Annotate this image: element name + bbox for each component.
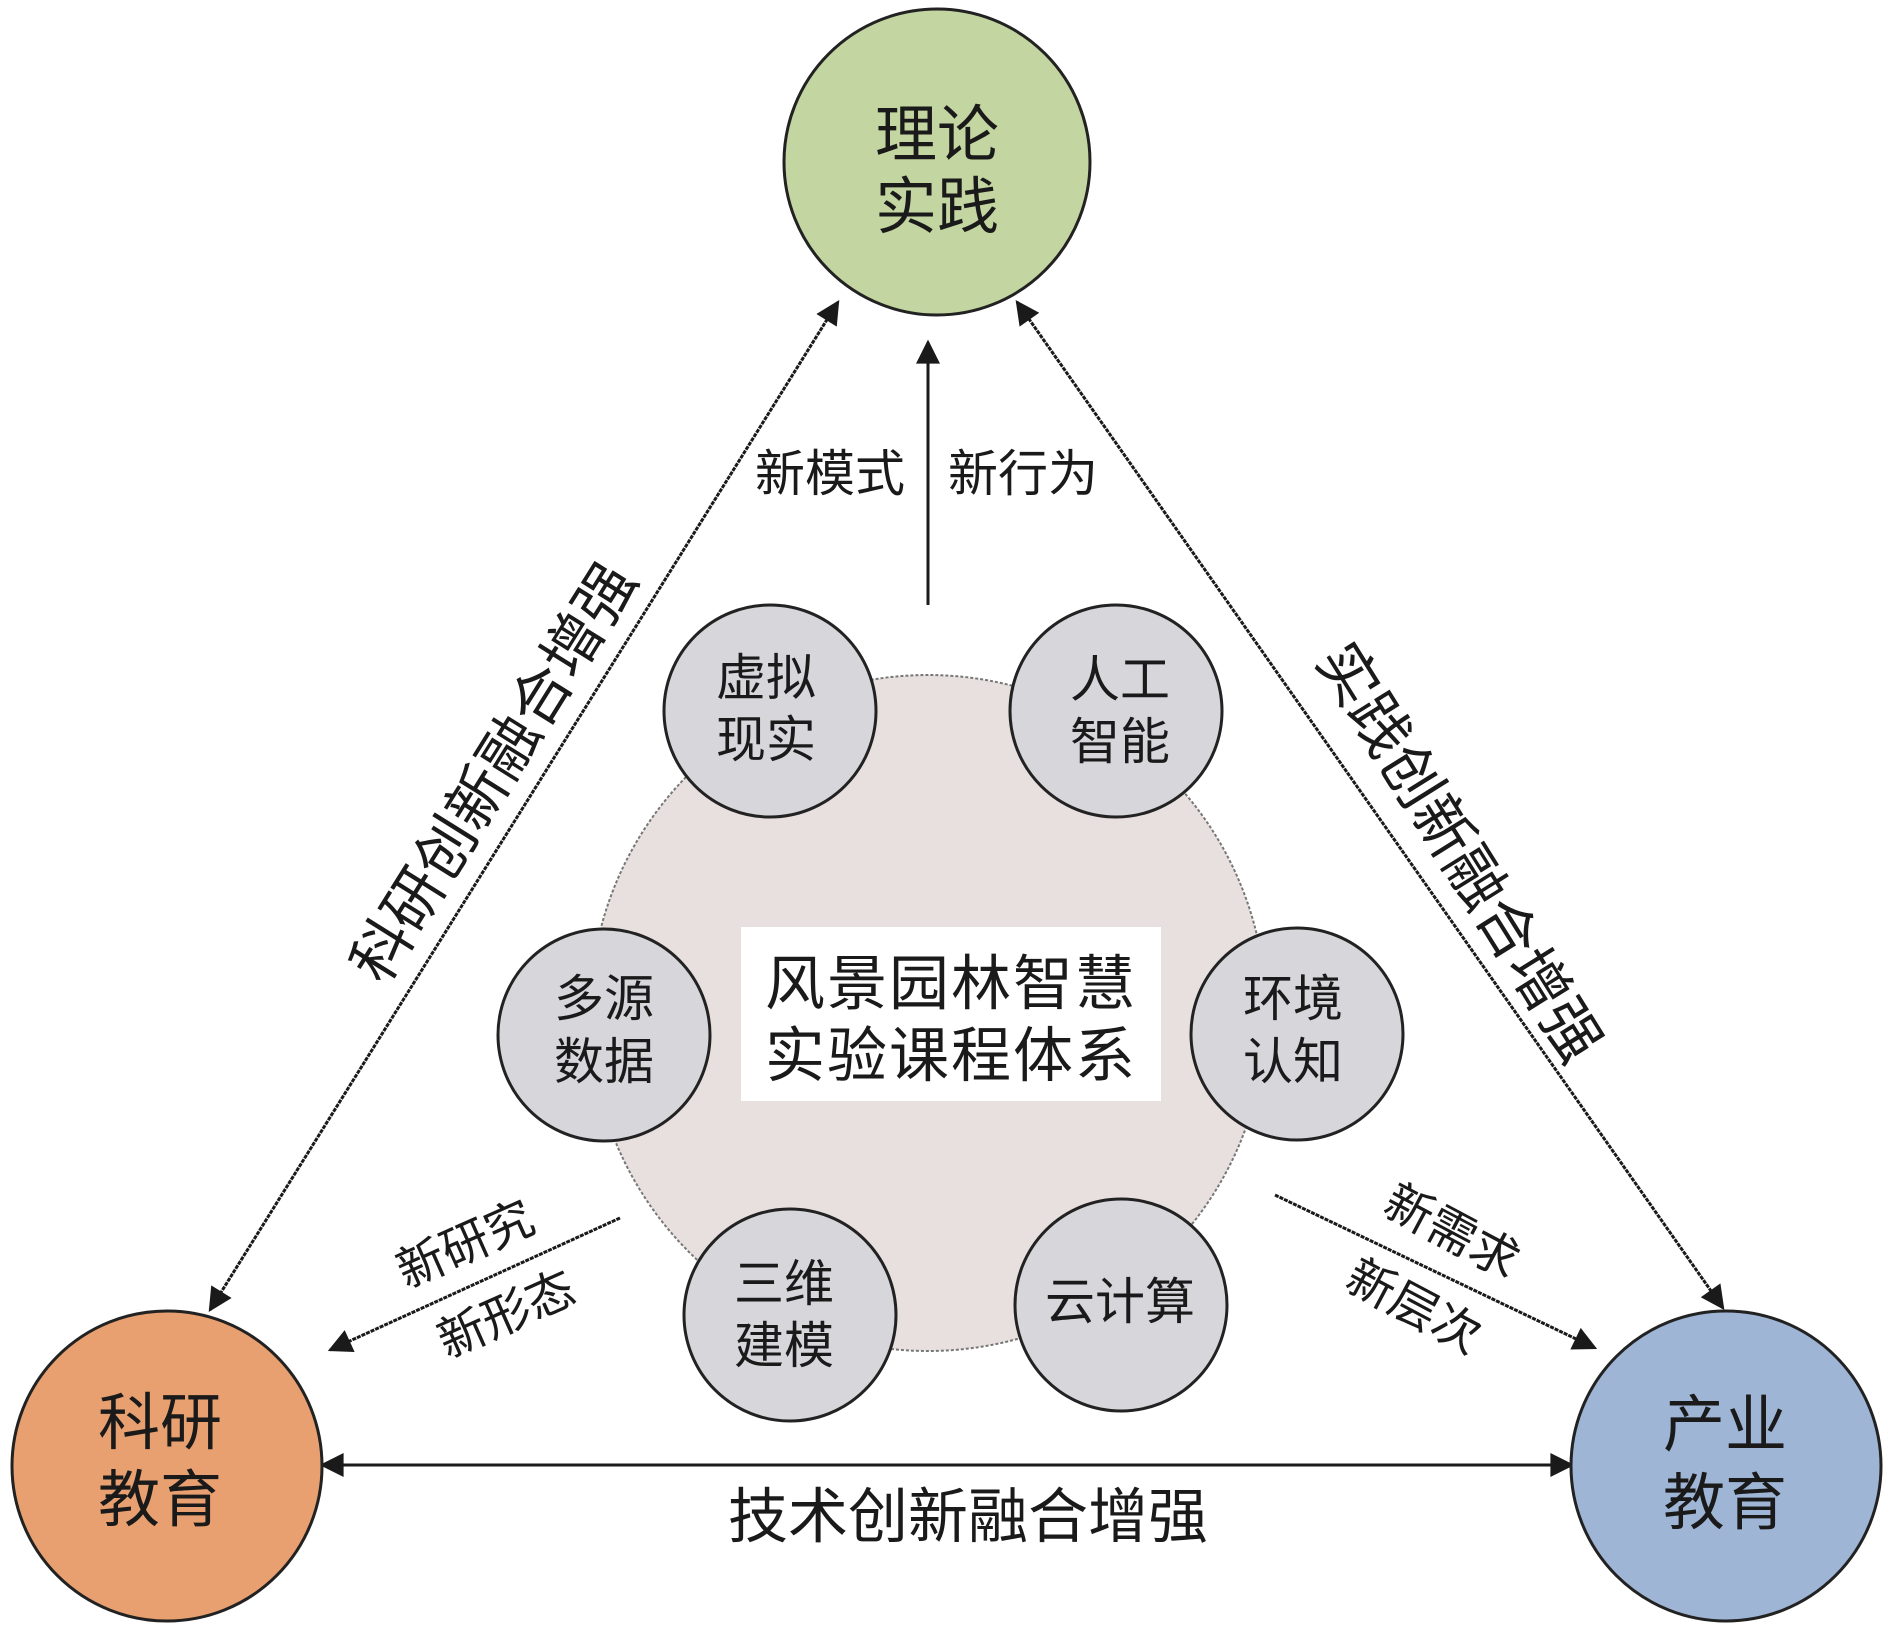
node-industry-line2: 教育 — [1663, 1466, 1787, 1539]
node-theory-circle — [782, 7, 1092, 317]
edge-left-arrow — [208, 299, 840, 1313]
node-industry: 产业 教育 — [1569, 1309, 1883, 1623]
tech-node-ai-circle — [1008, 603, 1224, 819]
tech-node-ai: 人工 智能 — [1008, 603, 1224, 819]
node-theory-line2: 实践 — [875, 170, 999, 243]
tech-node-3d-line2: 建模 — [734, 1317, 834, 1375]
tech-node-cloud-circle — [1013, 1197, 1229, 1413]
tech-node-data-line1: 多源 — [554, 970, 654, 1028]
output-up-right-label: 新行为 — [948, 445, 1098, 503]
node-theory-line1: 理论 — [875, 98, 999, 171]
tech-node-env: 环境 认知 — [1189, 926, 1405, 1142]
tech-node-env-line1: 环境 — [1243, 970, 1343, 1028]
tech-node-vr-line1: 虚拟 — [716, 649, 816, 707]
tech-node-env-circle — [1189, 926, 1405, 1142]
tech-node-vr: 虚拟 现实 — [662, 603, 878, 819]
edge-bottom-label: 技术创新融合增强 — [728, 1483, 1208, 1553]
core-title-line1: 风景园林智慧 — [765, 950, 1137, 1020]
node-industry-line1: 产业 — [1663, 1388, 1787, 1461]
tech-node-vr-line2: 现实 — [716, 711, 816, 769]
output-right-arrow — [1274, 1193, 1598, 1350]
tech-node-data: 多源 数据 — [496, 927, 712, 1143]
node-research-line2: 教育 — [98, 1463, 222, 1536]
node-research-circle — [10, 1309, 324, 1623]
tech-node-cloud-line1: 云计算 — [1045, 1273, 1195, 1331]
tech-node-3d: 三维 建模 — [682, 1207, 898, 1423]
node-research-line1: 科研 — [98, 1386, 222, 1459]
core-title-box — [741, 927, 1161, 1101]
tech-node-3d-line1: 三维 — [734, 1255, 834, 1313]
core-title-line2: 实验课程体系 — [765, 1022, 1137, 1092]
tech-node-vr-circle — [662, 603, 878, 819]
node-industry-circle — [1569, 1309, 1883, 1623]
tech-node-ai-line1: 人工 — [1070, 651, 1170, 709]
tech-node-env-line2: 认知 — [1243, 1033, 1343, 1091]
tech-node-ai-line2: 智能 — [1070, 713, 1170, 771]
tech-node-cloud: 云计算 — [1013, 1197, 1229, 1413]
tech-node-3d-circle — [682, 1207, 898, 1423]
node-research: 科研 教育 — [10, 1309, 324, 1623]
tech-node-data-circle — [496, 927, 712, 1143]
node-theory: 理论 实践 — [782, 7, 1092, 317]
output-left-arrow — [327, 1216, 621, 1352]
tech-node-data-line2: 数据 — [554, 1033, 654, 1091]
output-up-left-label: 新模式 — [755, 445, 905, 503]
